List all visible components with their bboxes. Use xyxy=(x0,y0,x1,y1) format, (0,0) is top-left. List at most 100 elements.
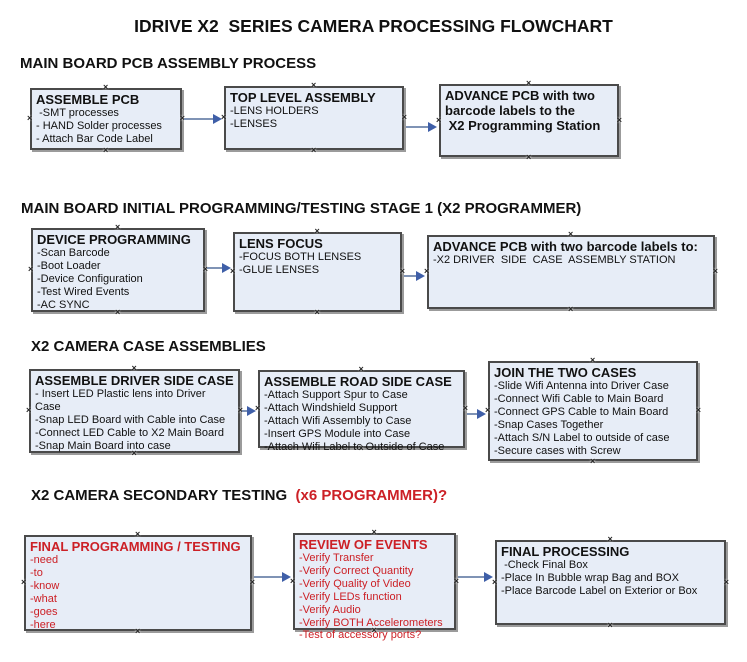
section-heading-pcb-assembly: MAIN BOARD PCB ASSEMBLY PROCESS xyxy=(20,55,317,72)
flow-arrow xyxy=(207,263,231,273)
box-title: REVIEW OF EVENTS xyxy=(299,537,428,552)
flow-box-assemble-driver-side-case[interactable]: × × × × ASSEMBLE DRIVER SIDE CASE - Inse… xyxy=(26,364,243,458)
connection-point-icon: × xyxy=(131,363,137,373)
box-body: -Verify Transfer -Verify Correct Quantit… xyxy=(299,552,443,642)
box-body: -FOCUS BOTH LENSES -GLUE LENSES xyxy=(239,251,362,276)
connection-point-icon: × xyxy=(712,266,718,276)
arrowhead-icon xyxy=(416,271,425,281)
connection-point-icon: × xyxy=(21,577,27,587)
arrowhead-icon xyxy=(477,409,486,419)
connection-point-icon: × xyxy=(290,575,296,586)
connection-point-icon: × xyxy=(485,405,491,415)
connection-point-icon: × xyxy=(135,529,141,539)
connection-point-icon: × xyxy=(492,576,498,587)
flow-arrow xyxy=(467,409,486,419)
connection-point-icon: × xyxy=(221,112,227,122)
connection-point-icon: × xyxy=(371,527,377,537)
arrow-line xyxy=(207,267,224,269)
connection-point-icon: × xyxy=(314,226,320,236)
flow-arrow xyxy=(458,572,493,582)
connection-point-icon: × xyxy=(695,405,701,415)
arrowhead-icon xyxy=(428,122,437,132)
connection-point-icon: × xyxy=(311,145,317,155)
box-body: -X2 DRIVER SIDE CASE ASSEMBLY STATION xyxy=(433,254,676,266)
box-body: -LENS HOLDERS -LENSES xyxy=(230,105,319,130)
connection-point-icon: × xyxy=(358,443,364,453)
box-body: -need -to -know -what -goes -here xyxy=(30,554,60,631)
arrow-line xyxy=(467,413,479,415)
connection-point-icon: × xyxy=(401,112,407,122)
arrow-line xyxy=(184,118,215,120)
box-title: LENS FOCUS xyxy=(239,236,323,251)
connection-point-icon: × xyxy=(436,114,442,125)
box-title: ASSEMBLE DRIVER SIDE CASE xyxy=(35,373,234,388)
connection-point-icon: × xyxy=(526,78,532,88)
flow-box-advance-pcb-programming-station[interactable]: × × × × ADVANCE PCB with two barcode lab… xyxy=(436,79,622,162)
flow-box-advance-pcb-driver-side-station[interactable]: × × × × ADVANCE PCB with two barcode lab… xyxy=(424,230,718,314)
arrowhead-icon xyxy=(247,406,256,416)
flow-arrow xyxy=(404,271,425,281)
connection-point-icon: × xyxy=(230,266,236,276)
box-body: -SMT processes - HAND Solder processes -… xyxy=(36,107,162,145)
connection-point-icon: × xyxy=(27,113,33,123)
box-title: ADVANCE PCB with two barcode labels to t… xyxy=(445,88,601,133)
section-heading-case-assemblies: X2 CAMERA CASE ASSEMBLIES xyxy=(31,338,266,355)
flow-box-review-of-events[interactable]: × × × × REVIEW OF EVENTS -Verify Transfe… xyxy=(290,528,459,642)
box-title: DEVICE PROGRAMMING xyxy=(37,232,191,247)
connection-point-icon: × xyxy=(590,456,596,466)
flow-arrow xyxy=(184,114,222,124)
flow-arrow xyxy=(254,572,291,582)
arrowhead-icon xyxy=(282,572,291,582)
connection-point-icon: × xyxy=(179,113,185,123)
connection-point-icon: × xyxy=(568,229,574,239)
flow-box-final-programming-testing[interactable]: × × × × FINAL PROGRAMMING / TESTING -nee… xyxy=(21,530,255,636)
flow-box-assemble-pcb[interactable]: × × × × ASSEMBLE PCB -SMT processes - HA… xyxy=(27,83,185,155)
connection-point-icon: × xyxy=(526,152,532,162)
connection-point-icon: × xyxy=(103,145,109,155)
arrow-line xyxy=(458,576,486,578)
section-heading-initial-programming: MAIN BOARD INITIAL PROGRAMMING/TESTING S… xyxy=(21,200,582,217)
flow-box-final-processing[interactable]: × × × × FINAL PROCESSING -Check Final Bo… xyxy=(492,535,729,630)
box-title: TOP LEVEL ASSEMBLY xyxy=(230,90,376,105)
section-heading-secondary-testing: X2 CAMERA SECONDARY TESTING (x6 PROGRAMM… xyxy=(31,487,447,504)
box-body: -Scan Barcode -Boot Loader -Device Confi… xyxy=(37,247,143,311)
connection-point-icon: × xyxy=(399,266,405,276)
box-body: -Slide Wifi Antenna into Driver Case -Co… xyxy=(494,380,670,457)
box-title: ADVANCE PCB with two barcode labels to: xyxy=(433,239,698,254)
arrow-line xyxy=(406,126,430,128)
connection-point-icon: × xyxy=(103,82,109,92)
connection-point-icon: × xyxy=(568,304,574,314)
connection-point-icon: × xyxy=(358,364,364,374)
arrowhead-icon xyxy=(213,114,222,124)
connection-point-icon: × xyxy=(202,264,208,274)
page-title: IDRIVE X2 SERIES CAMERA PROCESSING FLOWC… xyxy=(134,16,613,36)
connection-point-icon: × xyxy=(135,626,141,636)
connection-point-icon: × xyxy=(28,264,34,274)
arrow-line xyxy=(242,410,249,412)
connection-point-icon: × xyxy=(723,576,729,587)
section-heading-black-part: X2 CAMERA SECONDARY TESTING xyxy=(31,487,292,504)
connection-point-icon: × xyxy=(115,222,121,232)
arrow-line xyxy=(404,275,418,277)
flow-box-top-level-assembly[interactable]: × × × × TOP LEVEL ASSEMBLY -LENS HOLDERS… xyxy=(221,81,407,155)
connection-point-icon: × xyxy=(607,534,613,544)
connection-point-icon: × xyxy=(314,307,320,317)
connection-point-icon: × xyxy=(26,405,32,415)
connection-point-icon: × xyxy=(371,625,377,635)
box-title: JOIN THE TWO CASES xyxy=(494,365,637,380)
box-body: - Insert LED Plastic lens into Driver Ca… xyxy=(35,388,226,452)
flow-box-join-the-two-cases[interactable]: × × × × JOIN THE TWO CASES -Slide Wifi A… xyxy=(485,356,701,466)
flow-box-lens-focus[interactable]: × × × × LENS FOCUS -FOCUS BOTH LENSES -G… xyxy=(230,227,405,317)
flow-box-device-programming[interactable]: × × × × DEVICE PROGRAMMING -Scan Barcode… xyxy=(28,223,208,317)
arrowhead-icon xyxy=(484,572,493,582)
arrow-line xyxy=(254,576,284,578)
connection-point-icon: × xyxy=(237,405,243,415)
connection-point-icon: × xyxy=(255,403,261,413)
connection-point-icon: × xyxy=(607,620,613,630)
section-heading-red-part: (x6 PROGRAMMER)? xyxy=(291,487,448,504)
connection-point-icon: × xyxy=(453,575,459,586)
arrowhead-icon xyxy=(222,263,231,273)
box-title: ASSEMBLE ROAD SIDE CASE xyxy=(264,374,452,389)
flow-box-assemble-road-side-case[interactable]: × × × × ASSEMBLE ROAD SIDE CASE -Attach … xyxy=(255,365,468,453)
